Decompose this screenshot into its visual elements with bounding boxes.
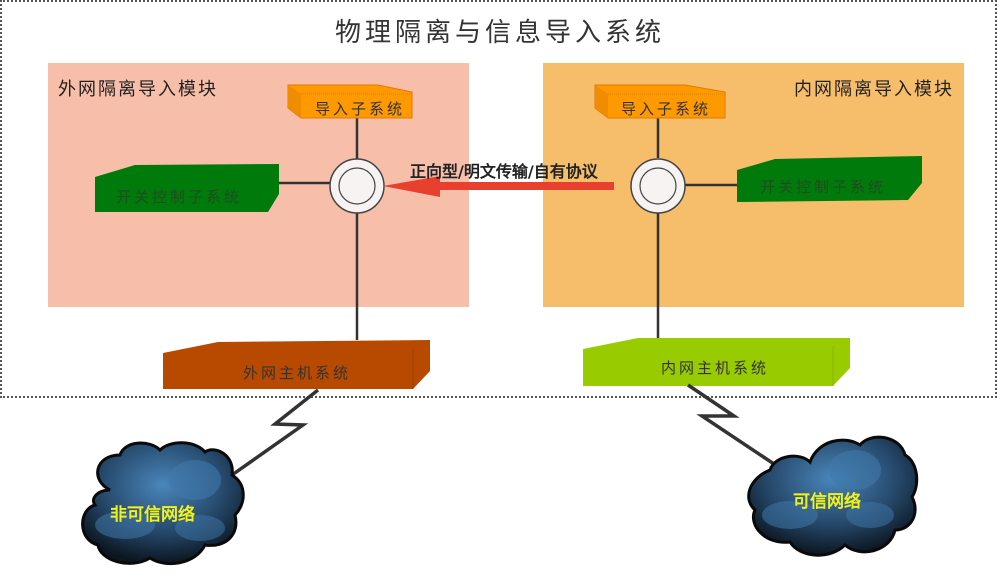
inner-switch-subsystem-label: 开关控制子系统 (760, 178, 887, 196)
trusted-network-label: 可信网络 (793, 492, 861, 512)
outer-import-box (287, 84, 413, 119)
inner-connectors (656, 117, 738, 338)
outer-host-box (163, 340, 430, 389)
outer-switch-box (95, 164, 279, 212)
inner-import-box (594, 84, 726, 119)
inner-module-label: 内网隔离导入模块 (794, 79, 954, 100)
inner-host-label: 内网主机系统 (661, 359, 770, 377)
outer-connectors (278, 117, 359, 340)
diagram-title: 物理隔离与信息导入系统 (334, 18, 665, 48)
inner-switch-box (737, 156, 922, 202)
trusted-network-cloud-icon (747, 435, 919, 557)
outer-module-label: 外网隔离导入模块 (58, 79, 218, 100)
system-boundary (0, 0, 997, 398)
outer-switch-subsystem-label: 开关控制子系统 (116, 188, 243, 206)
trusted-link (687, 383, 781, 470)
inner-host-box (583, 338, 850, 386)
data-flow-label: 正向型/明文传输/自有协议 (410, 162, 598, 181)
untrusted-link (230, 388, 320, 477)
inner-hub-icon (630, 158, 686, 214)
outer-host-label: 外网主机系统 (243, 364, 352, 382)
data-flow-arrow (383, 176, 614, 197)
untrusted-network-cloud-icon (81, 441, 245, 566)
outer-import-subsystem-label: 导入子系统 (315, 100, 406, 118)
inner-import-subsystem-label: 导入子系统 (621, 100, 712, 118)
outer-hub-icon (329, 158, 385, 214)
untrusted-network-label: 非可信网络 (110, 505, 195, 525)
